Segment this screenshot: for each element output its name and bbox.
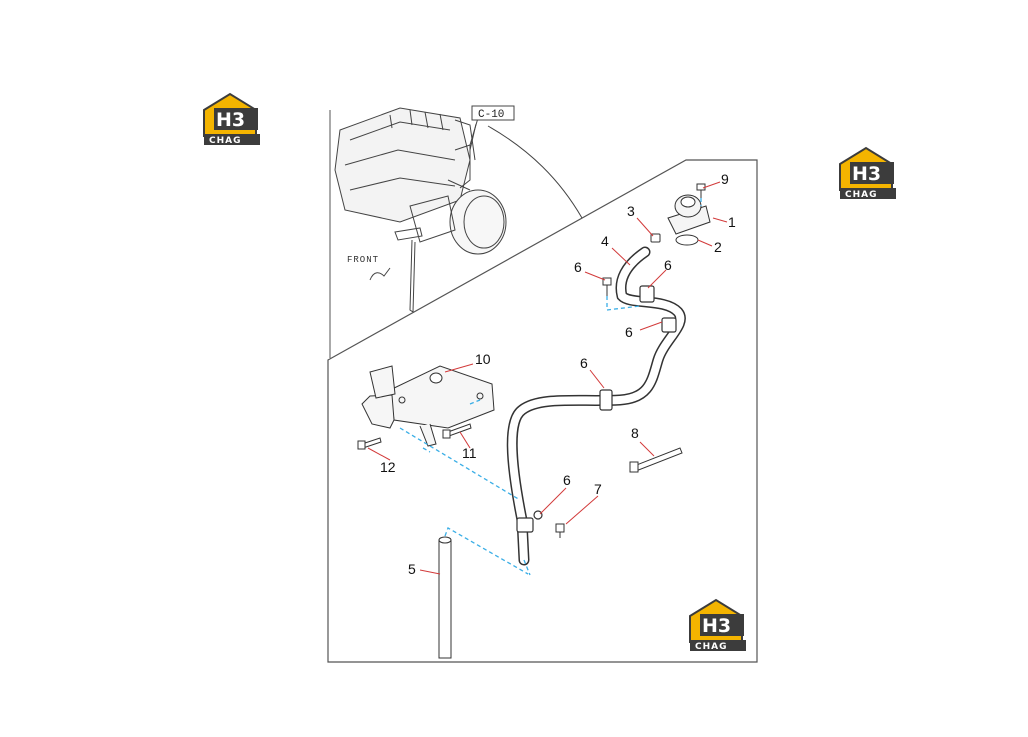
brand-logo-top-right: H3 CHAG <box>839 146 896 200</box>
logo-top-left-sub: CHAG <box>209 136 242 146</box>
reference-leader <box>469 123 477 151</box>
coolant-hose-assembly <box>506 246 686 566</box>
callout-3: 3 <box>627 203 635 219</box>
nut <box>650 233 661 243</box>
callout-7: 7 <box>594 481 602 497</box>
callout-6-a: 6 <box>574 259 582 275</box>
bolt-11 <box>442 423 472 439</box>
bolt-12 <box>357 437 382 450</box>
callout-labels: 1 2 3 4 5 6 6 6 6 6 7 8 9 10 11 12 <box>380 171 736 577</box>
logo-top-right-sub: CHAG <box>845 190 878 200</box>
front-arrow-icon <box>369 267 391 281</box>
logo-top-left-brand: H3 <box>216 109 245 131</box>
reference-box-label: C-10 <box>478 109 504 121</box>
leader-lines <box>367 181 728 575</box>
callout-6-c: 6 <box>625 324 633 340</box>
logo-bottom-right-sub: CHAG <box>695 642 728 652</box>
brand-logo-bottom-right: H3 CHAG <box>689 598 746 652</box>
callout-9: 9 <box>721 171 729 187</box>
engine-overview-drawing <box>334 107 583 313</box>
callout-8: 8 <box>631 425 639 441</box>
bolt-6-upper <box>602 277 612 296</box>
callout-4: 4 <box>601 233 609 249</box>
hose-clamps <box>516 285 677 533</box>
callout-10: 10 <box>475 351 491 367</box>
bolt-9 <box>696 183 706 198</box>
brand-logo-top-left: H3 CHAG <box>203 92 260 146</box>
reference-box-frame <box>471 105 515 121</box>
thermostat-housing <box>667 194 711 235</box>
cable-tie <box>629 447 683 473</box>
logo-top-right-brand: H3 <box>852 163 881 185</box>
bolt-7 <box>555 523 565 538</box>
callout-6-b: 6 <box>664 257 672 273</box>
callout-2: 2 <box>714 239 722 255</box>
assembly-lines <box>399 198 702 576</box>
callout-12: 12 <box>380 459 396 475</box>
pipe <box>438 536 452 659</box>
front-label: FRONT <box>347 255 379 265</box>
callout-1: 1 <box>728 214 736 230</box>
detail-panel-frame <box>327 159 758 663</box>
callout-6-e: 6 <box>563 472 571 488</box>
callout-11: 11 <box>462 445 477 461</box>
callout-6-d: 6 <box>580 355 588 371</box>
callout-5: 5 <box>408 561 416 577</box>
bracket <box>361 365 495 447</box>
gasket <box>675 234 699 246</box>
logo-bottom-right-brand: H3 <box>702 615 731 637</box>
